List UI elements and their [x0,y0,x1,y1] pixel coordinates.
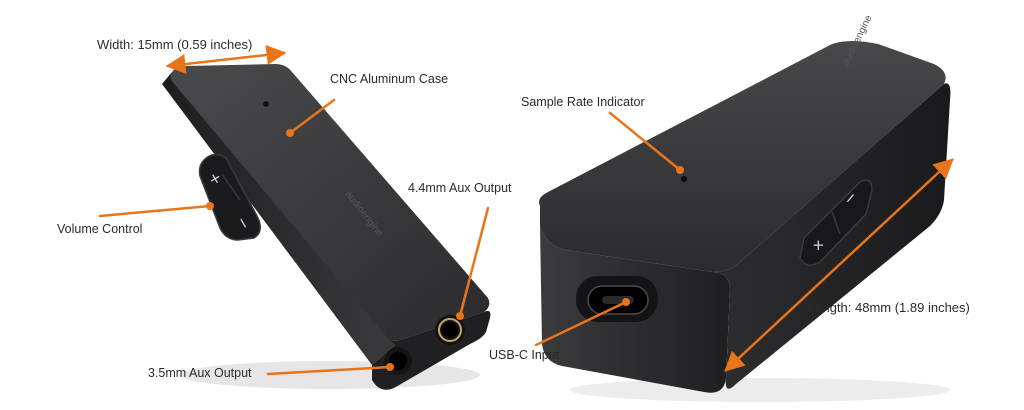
right-indicator-hole [681,176,687,182]
aux-44-callout-line [458,206,490,318]
length-label: Length: 48mm (1.89 inches) [808,300,970,315]
usbc-label: USB-C Input [489,348,560,362]
left-indicator-hole [263,101,269,107]
callout-dots [206,129,684,371]
width-label: Width: 15mm (0.59 inches) [97,37,253,52]
aux-44-label: 4.4mm Aux Output [408,181,512,195]
right-device: audioengine + − [539,13,951,402]
left-volume-rocker: + − [198,153,261,241]
usb-c-port [576,276,658,322]
aux-35-label: 3.5mm Aux Output [148,366,252,380]
jack-4-4mm [435,315,465,345]
right-plus-symbol: + [812,236,825,254]
sample-rate-callout-line [608,111,682,172]
volume-label: Volume Control [57,222,143,236]
left-device: + − audioengine [162,64,491,390]
aux-35-callout-line [266,365,392,376]
volume-callout-line [98,204,212,218]
length-dimension-arrow [724,158,954,372]
callouts [98,45,954,376]
case-callout-line [288,98,336,135]
usbc-callout-line [534,300,628,347]
jack-3-5mm [384,347,412,375]
width-dimension-arrow [165,45,287,74]
sample-rate-label: Sample Rate Indicator [521,95,645,109]
case-label: CNC Aluminum Case [330,72,449,86]
